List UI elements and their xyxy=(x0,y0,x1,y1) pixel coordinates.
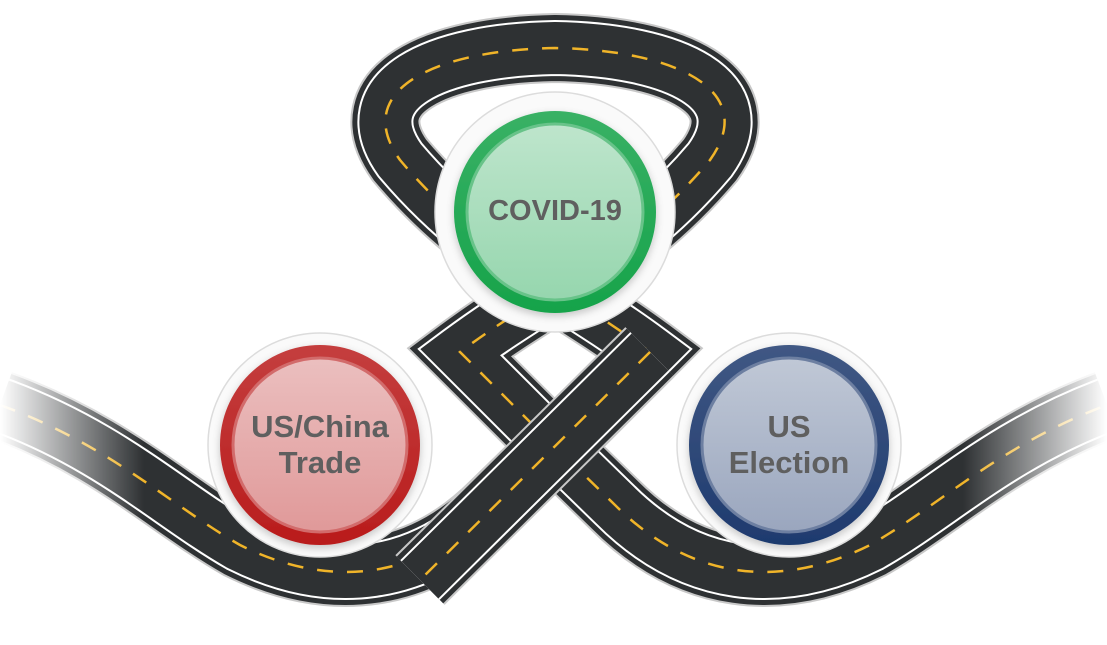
road-layer xyxy=(0,12,1107,607)
trade-label: US/China Trade xyxy=(251,409,389,480)
covid-badge xyxy=(434,91,676,333)
trade-badge xyxy=(207,332,433,558)
election-badge xyxy=(676,332,902,558)
road-overpass xyxy=(395,327,675,605)
election-label: US Election xyxy=(728,409,850,480)
road-path xyxy=(0,12,1107,607)
covid-label: COVID-19 xyxy=(488,195,622,228)
